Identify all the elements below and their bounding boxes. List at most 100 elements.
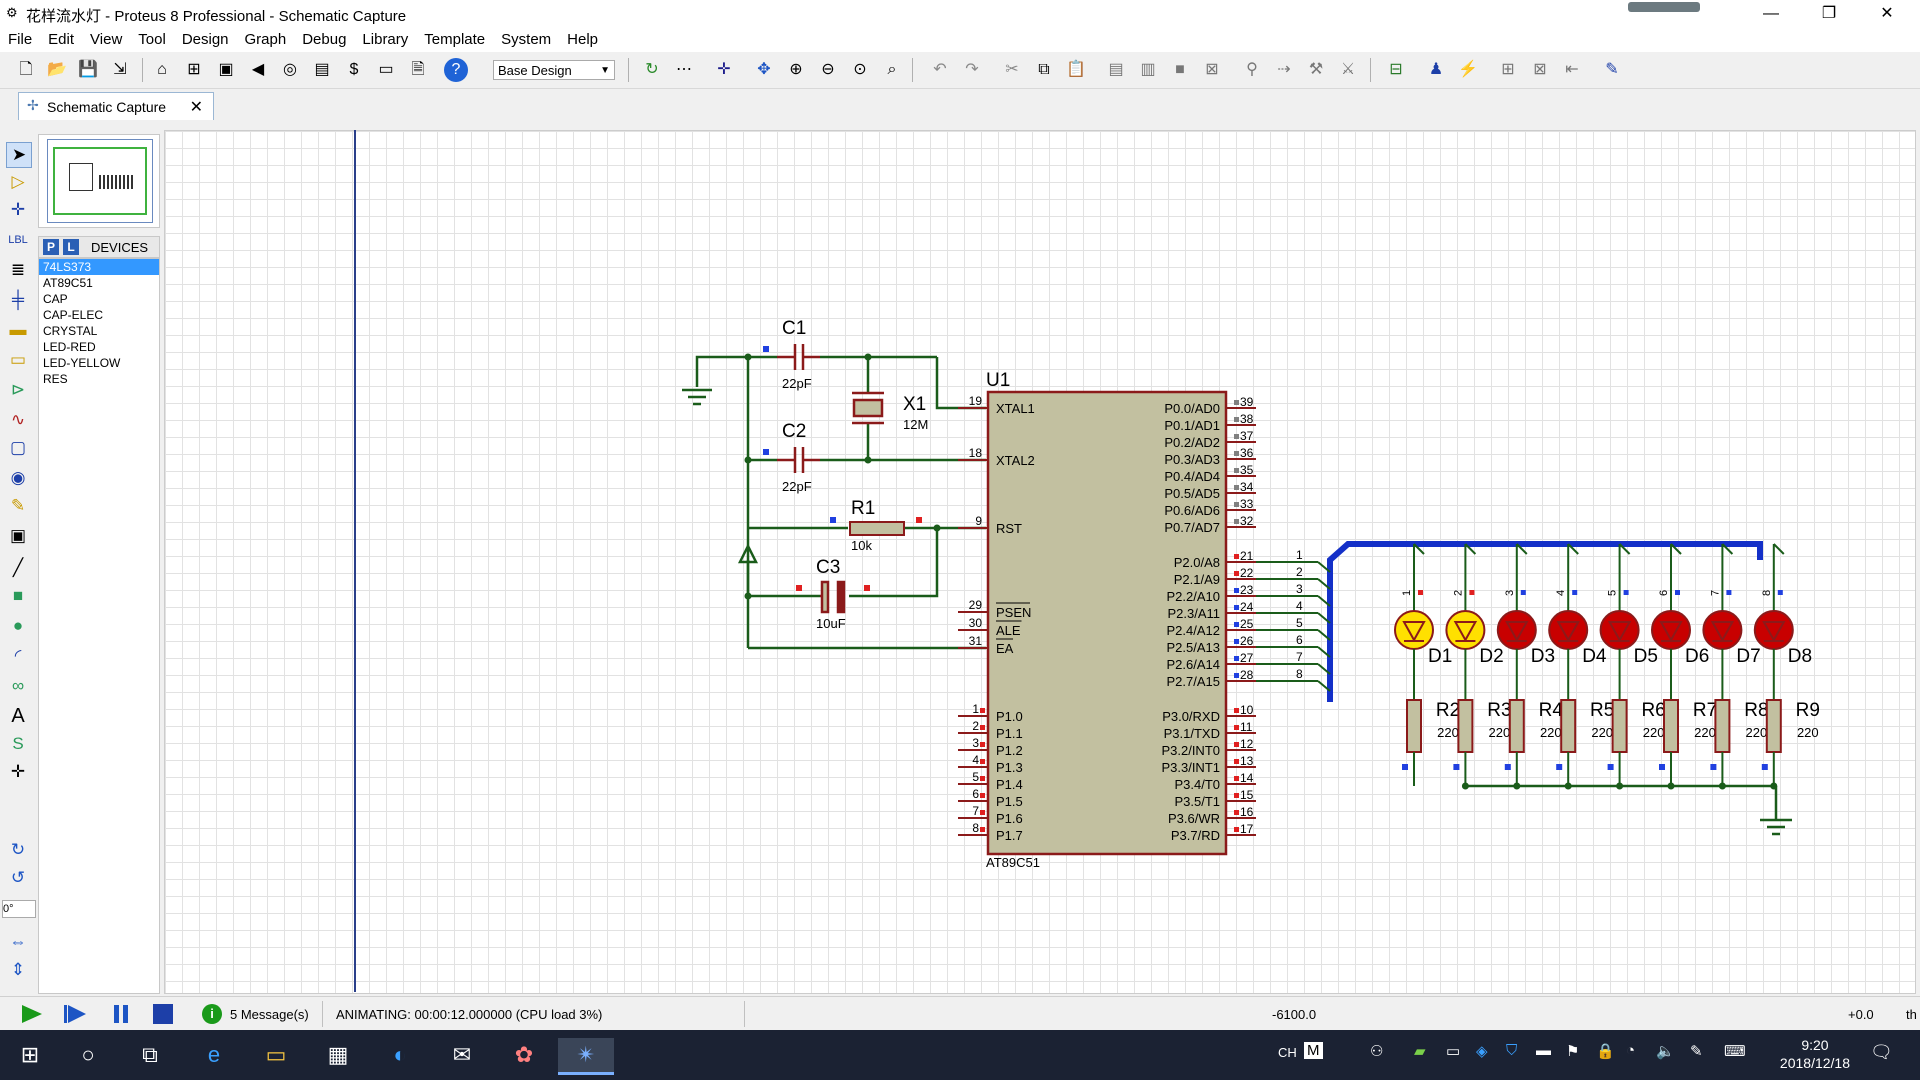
pick-device-button[interactable]: P — [43, 239, 59, 255]
bus-entry[interactable] — [1721, 543, 1734, 555]
variant-select[interactable]: Base Design▼ — [493, 60, 615, 80]
menu-debug[interactable]: Debug — [302, 31, 347, 48]
device-pin-icon[interactable]: ⊳ — [10, 380, 26, 399]
ime-indicator[interactable]: M — [1304, 1042, 1323, 1059]
lock-icon[interactable]: 🔒 — [1596, 1043, 1615, 1060]
home-icon[interactable]: ⌂ — [157, 61, 167, 78]
power-terminal[interactable] — [737, 543, 759, 564]
subcircuit-icon[interactable]: ▬ — [9, 320, 27, 339]
resistor-r3[interactable] — [1457, 699, 1474, 753]
menu-file[interactable]: File — [8, 31, 33, 48]
tab-schematic-capture[interactable]: ✢ Schematic Capture ✕ — [18, 92, 214, 120]
import-icon[interactable]: ⇲ — [113, 61, 127, 78]
zoom-in-icon[interactable]: ⊕ — [789, 61, 803, 78]
cut-icon[interactable]: ✂ — [1005, 61, 1019, 78]
decompose-icon[interactable]: ⚔ — [1340, 61, 1356, 78]
menu-template[interactable]: Template — [424, 31, 486, 48]
resistor-r2[interactable] — [1406, 699, 1422, 753]
text-script-icon[interactable]: ≣ — [10, 260, 26, 279]
property-assign-icon[interactable]: ⚡ — [1458, 61, 1478, 78]
box-icon[interactable]: ■ — [12, 586, 24, 605]
proteus-taskbar-icon[interactable]: ✴ — [558, 1038, 614, 1075]
pick-device-icon[interactable]: ⚲ — [1246, 61, 1258, 78]
close-button[interactable]: ✕ — [1880, 5, 1894, 22]
led-d4[interactable] — [1548, 610, 1589, 650]
wire-label-icon[interactable]: LBL — [8, 234, 28, 246]
volume-icon[interactable]: 🔈 — [1656, 1043, 1675, 1060]
gerber-icon[interactable]: ◎ — [283, 61, 297, 78]
capacitor-c3[interactable] — [820, 580, 846, 614]
menu-edit[interactable]: Edit — [48, 31, 75, 48]
paint-icon[interactable]: ✿ — [514, 1042, 534, 1067]
source-code-icon[interactable]: ▭ — [378, 61, 394, 78]
bus-entry[interactable] — [1317, 680, 1331, 692]
library-manager-button[interactable]: L — [63, 239, 79, 255]
zoom-all-icon[interactable]: ⊙ — [853, 61, 867, 78]
bus-entry[interactable] — [1317, 578, 1331, 590]
led-d8[interactable] — [1753, 610, 1794, 650]
rotation-input[interactable]: 0° — [2, 900, 36, 918]
wire[interactable] — [849, 528, 939, 598]
crystal-x1[interactable] — [852, 391, 884, 425]
keyboard-icon[interactable]: ⌨ — [1724, 1043, 1746, 1060]
bus-entry[interactable] — [1567, 543, 1579, 555]
mail-icon[interactable]: ✉ — [452, 1042, 472, 1067]
bus-entry[interactable] — [1516, 543, 1528, 555]
device-item[interactable]: CRYSTAL — [43, 324, 98, 338]
close-tab-icon[interactable]: ✕ — [189, 99, 203, 116]
battery-icon[interactable]: ▬ — [1536, 1042, 1551, 1059]
packaging-tool-icon[interactable]: ⚒ — [1308, 61, 1324, 78]
capacitor-c2[interactable] — [777, 447, 820, 473]
rotate-clockwise-icon[interactable]: ↻ — [10, 840, 26, 859]
bus-icon[interactable]: ╪ — [11, 290, 25, 309]
nvidia-icon[interactable]: ▰ — [1414, 1043, 1426, 1060]
language-indicator[interactable]: CH — [1278, 1045, 1297, 1060]
block-rotate-icon[interactable]: ■ — [1175, 61, 1185, 78]
led-d7[interactable] — [1702, 610, 1743, 650]
pcb-icon[interactable]: ▣ — [218, 61, 234, 78]
store-icon[interactable]: ▦ — [327, 1042, 349, 1067]
app-search-icon[interactable]: ◐ — [393, 1042, 407, 1067]
search-tag-icon[interactable]: ♟ — [1428, 61, 1444, 78]
message-count[interactable]: 5 Message(s) — [230, 1007, 309, 1022]
pause-icon[interactable] — [108, 1003, 134, 1025]
bom-icon[interactable]: $ — [349, 61, 359, 78]
terminal-icon[interactable]: ▭ — [9, 350, 27, 369]
new-file-icon[interactable]: 🗋 — [19, 61, 33, 78]
device-list[interactable]: 74LS373 AT89C51 CAP CAP-ELEC CRYSTAL LED… — [38, 258, 160, 994]
rotate-anticlockwise-icon[interactable]: ↺ — [10, 868, 26, 887]
bus-entry[interactable] — [1618, 543, 1631, 555]
voltage-probe-icon[interactable]: ✎ — [10, 496, 26, 515]
origin-icon[interactable]: ✛ — [717, 61, 731, 78]
play-icon[interactable] — [18, 1003, 44, 1025]
system-clock[interactable]: 9:20 2018/12/18 — [1780, 1036, 1850, 1072]
info-icon[interactable]: i — [202, 1004, 222, 1024]
wifi-icon[interactable]: ◔ — [1626, 1042, 1636, 1059]
refresh-icon[interactable]: ↻ — [645, 61, 659, 78]
notification-icon[interactable]: 🗨 — [1870, 1042, 1893, 1062]
schematic-icon[interactable]: ⊞ — [187, 61, 201, 78]
data-bus[interactable] — [1327, 541, 1763, 702]
overview-viewport[interactable] — [53, 147, 147, 215]
device-item[interactable]: AT89C51 — [43, 276, 93, 290]
arc-icon[interactable]: ◜ — [14, 646, 22, 665]
app-tray-icon[interactable]: ◈ — [1476, 1043, 1488, 1060]
undo-icon[interactable]: ↶ — [933, 61, 947, 78]
bus-entry[interactable] — [1317, 646, 1331, 658]
graph-mode-icon[interactable]: ∿ — [10, 410, 26, 429]
text-icon[interactable]: A — [11, 705, 25, 727]
pan-icon[interactable]: ✥ — [757, 61, 771, 78]
tape-recorder-icon[interactable]: ▢ — [9, 438, 27, 457]
device-item[interactable]: LED-YELLOW — [43, 356, 121, 370]
menu-graph[interactable]: Graph — [244, 31, 287, 48]
network-icon[interactable]: ▭ — [1446, 1043, 1461, 1060]
mirror-vertical-icon[interactable]: ⇕ — [10, 960, 26, 979]
electrical-rules-check-icon[interactable]: ✎ — [1605, 61, 1619, 78]
bus-entry[interactable] — [1413, 543, 1425, 555]
wire-autorouter-icon[interactable]: ⊟ — [1389, 61, 1403, 78]
restore-button[interactable]: ❐ — [1821, 5, 1837, 22]
people-icon[interactable]: ⚇ — [1370, 1043, 1384, 1060]
paste-icon[interactable]: 📋 — [1066, 61, 1086, 78]
menu-system[interactable]: System — [501, 31, 552, 48]
